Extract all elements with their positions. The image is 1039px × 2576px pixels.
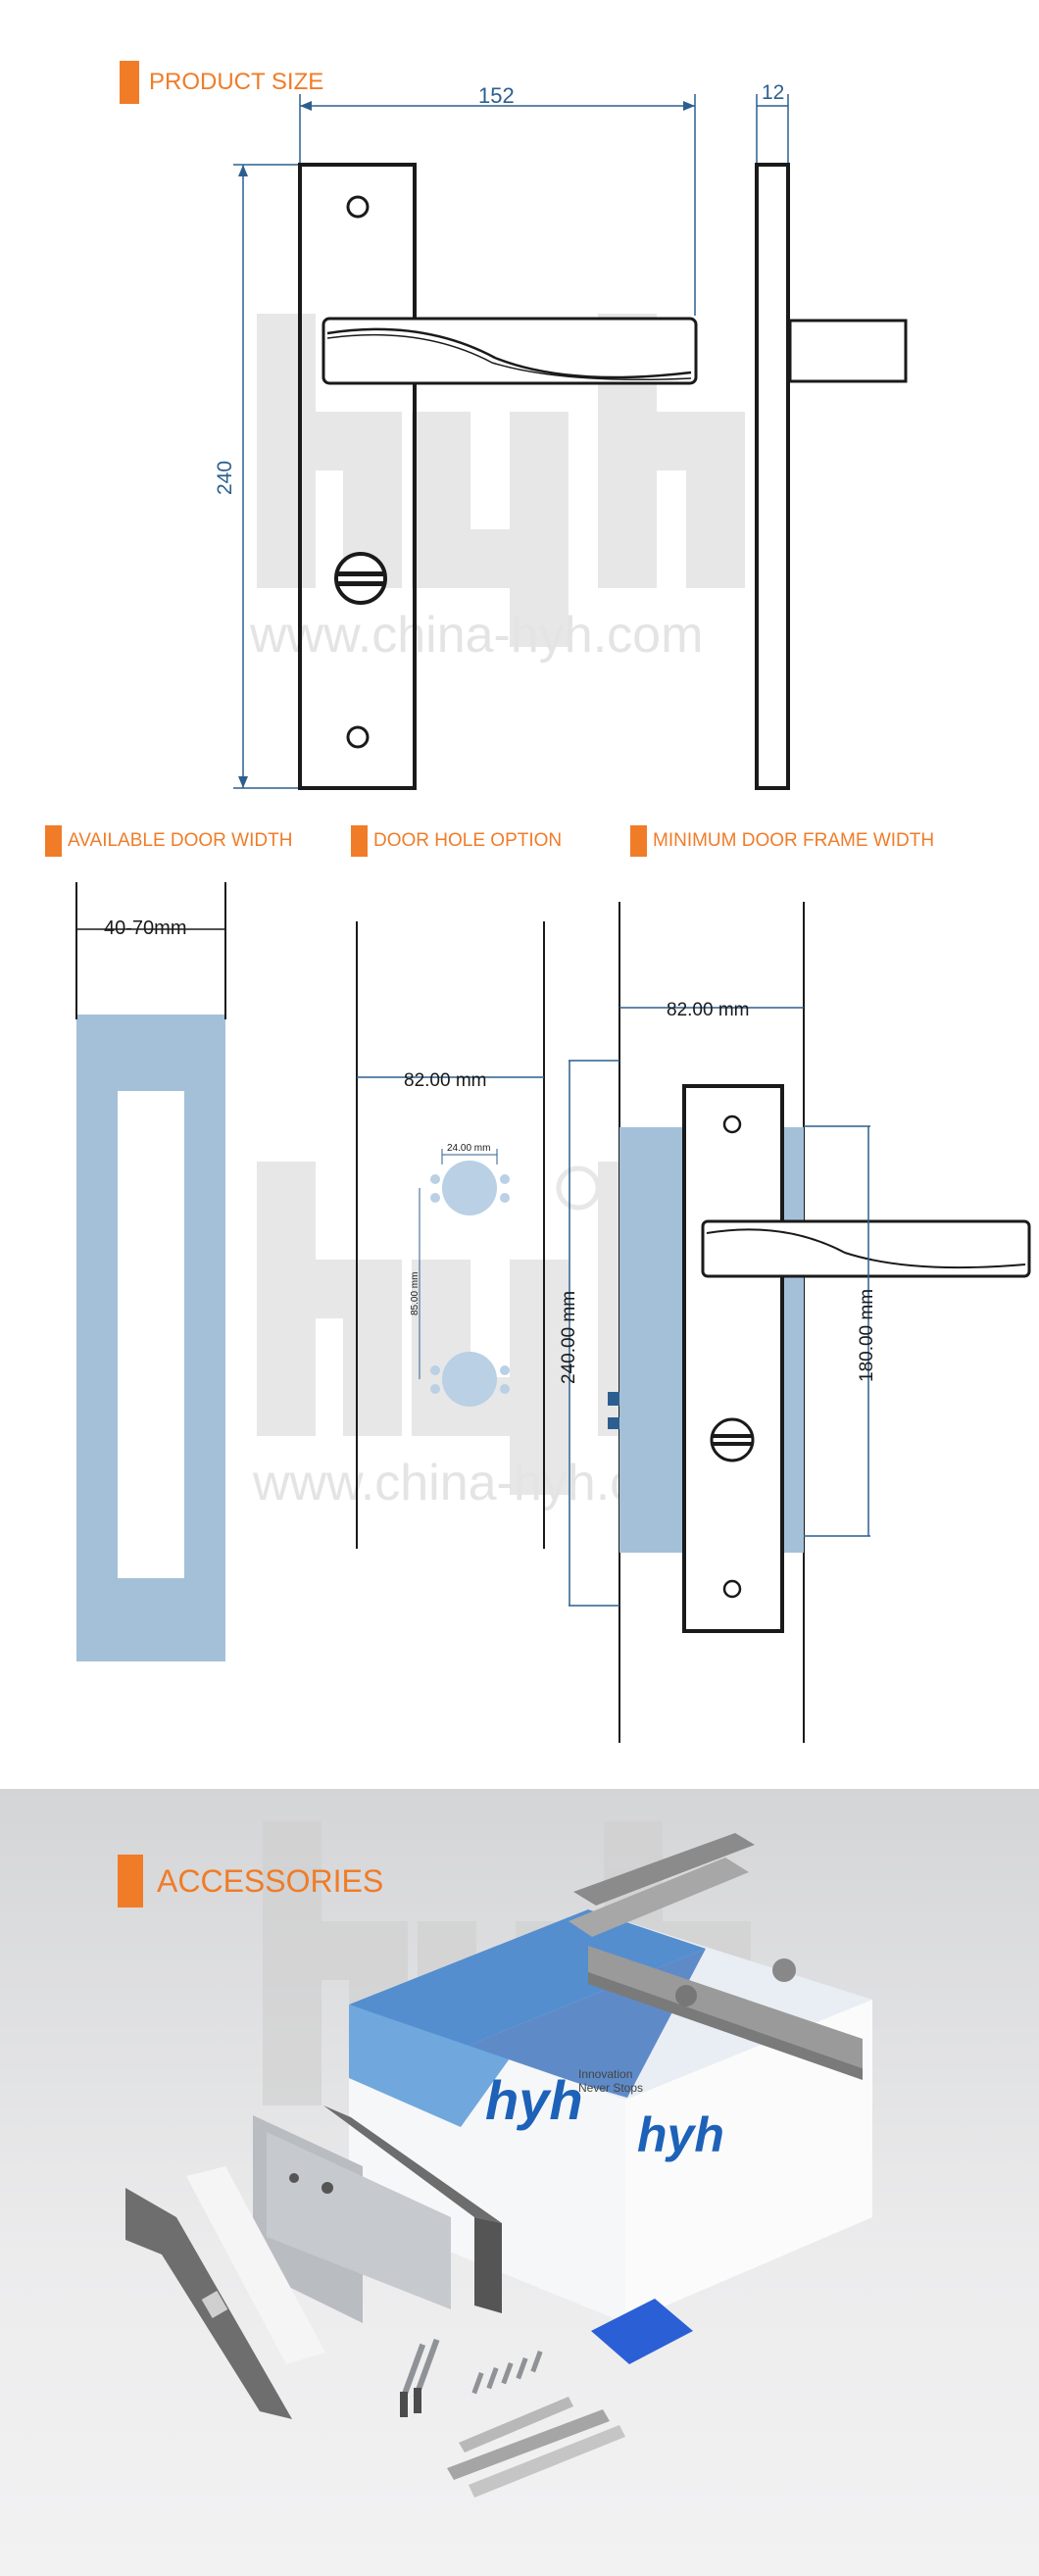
section-minimum-door-frame-width: MINIMUM DOOR FRAME WIDTH: [630, 825, 934, 857]
section-title: DOOR HOLE OPTION: [373, 830, 563, 851]
door-hole-diagram: [356, 921, 545, 1549]
front-plate: [298, 163, 417, 790]
section-door-hole-option: DOOR HOLE OPTION: [351, 825, 562, 857]
spindles: [447, 2397, 625, 2498]
dim-height-label: 240: [214, 461, 236, 495]
section-title: MINIMUM DOOR FRAME WIDTH: [653, 830, 935, 851]
door-cross-section: [75, 882, 226, 1661]
box-tagline-1: Innovation: [578, 2067, 632, 2081]
dim-width: [299, 94, 696, 316]
door-width-label: 40-70mm: [104, 917, 186, 939]
dim-thickness-label: 12: [762, 81, 784, 104]
privacy-thumbturn: [334, 552, 387, 605]
screw-hole-bottom: [346, 725, 370, 749]
dim-thickness: [756, 94, 789, 163]
section-accessories: ACCESSORIES: [118, 1855, 383, 1907]
plate-height-label: 240.00 mm: [559, 1291, 579, 1384]
section-title: PRODUCT SIZE: [149, 69, 324, 95]
template-card: [591, 2299, 693, 2364]
screw-hole-top: [346, 195, 370, 219]
section-marker: [120, 61, 139, 104]
hole-distance-label: 85.00 mm: [410, 1272, 421, 1315]
handle-height-label: 180.00 mm: [857, 1289, 877, 1382]
side-lever: [788, 319, 908, 383]
frame-width-label: 82.00 mm: [667, 1000, 749, 1020]
box-tagline-2: Never Stops: [578, 2081, 643, 2095]
section-title: ACCESSORIES: [157, 1862, 384, 1899]
product-size-drawing: www.china-hyh.com 152 12 240: [214, 81, 908, 790]
section-product-size: PRODUCT SIZE: [120, 61, 323, 104]
section-marker: [118, 1855, 143, 1907]
box-brand: hyh: [485, 2069, 583, 2131]
section-marker: [630, 825, 647, 857]
accessories-scene: www.china-hyh.com hyh Innovation Never S…: [125, 1821, 872, 2498]
hole-dims: [419, 1149, 498, 1379]
hole-diameter-label: 24.00 mm: [447, 1143, 490, 1154]
strike-plate: [125, 2188, 292, 2419]
door-holes: [430, 1161, 510, 1407]
screw-set: [399, 2338, 543, 2417]
section-marker: [351, 825, 368, 857]
section-marker: [45, 825, 62, 857]
frame-dims: [569, 1007, 870, 1607]
product-box: [349, 1909, 872, 2323]
foam-pad: [186, 2166, 325, 2364]
section-title: AVAILABLE DOOR WIDTH: [68, 830, 293, 851]
section-available-door-width: AVAILABLE DOOR WIDTH: [45, 825, 292, 857]
dim-width-label: 152: [478, 83, 515, 108]
box-brand-side: hyh: [637, 2107, 724, 2162]
watermark-site: www.china-hyh.com: [249, 607, 703, 664]
lever-handle: [322, 317, 698, 385]
frame-diagram: [608, 902, 1031, 1743]
handle-set: [569, 1833, 863, 2080]
side-plate: [755, 163, 790, 790]
dim-height: [233, 164, 298, 789]
hole-spacing-label: 82.00 mm: [404, 1070, 486, 1091]
door-drawings: www.china-hyh.com 40-70mm 82.00 mm 24.00…: [75, 882, 1031, 1743]
